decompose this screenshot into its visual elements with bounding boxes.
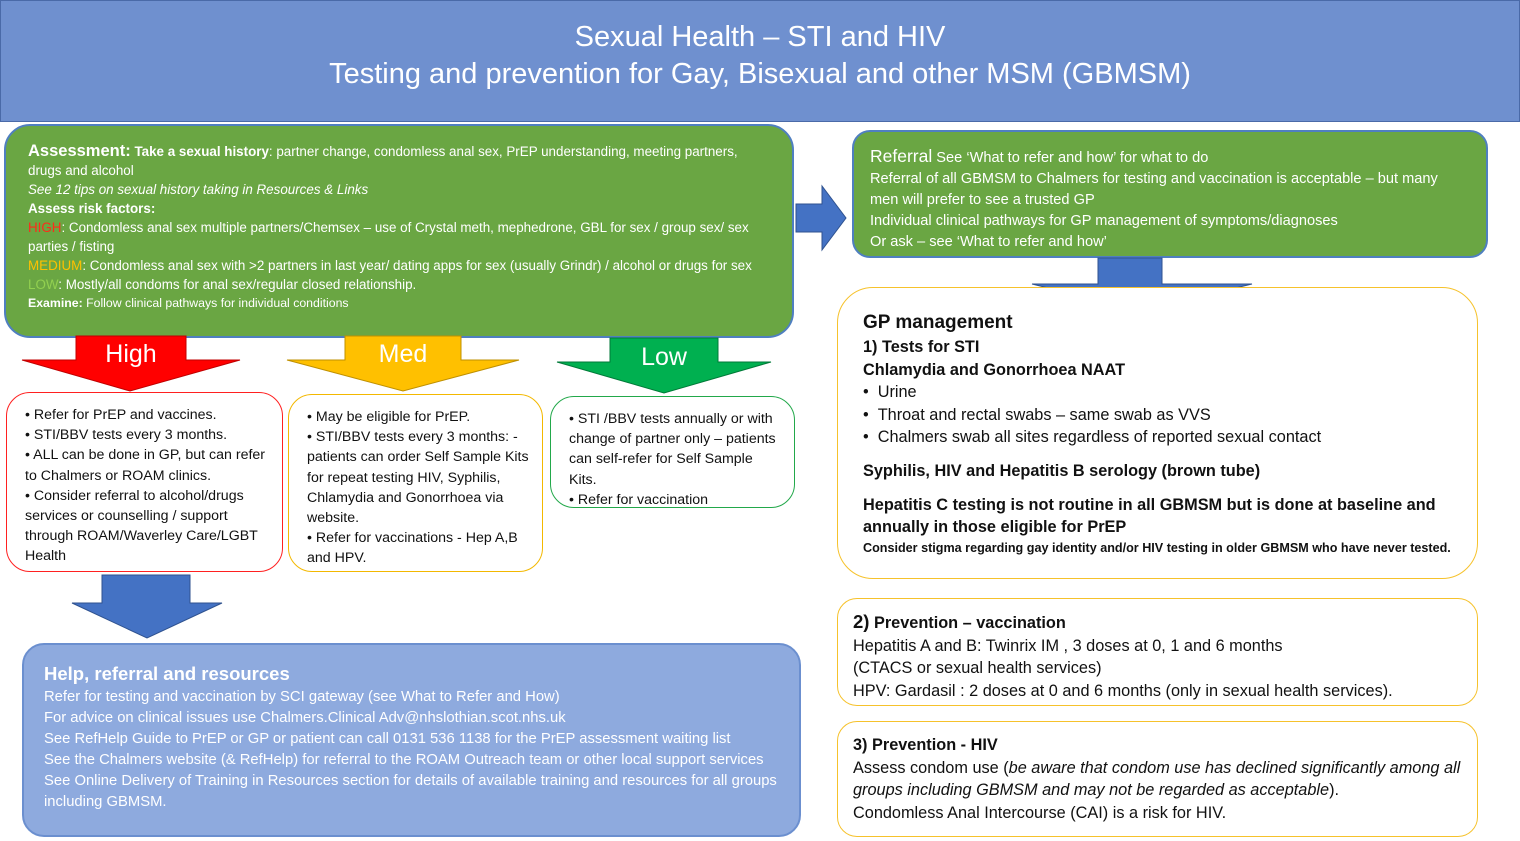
help-heading: Help, referral and resources xyxy=(44,663,290,684)
arrow-to-help xyxy=(71,574,223,639)
vaccination-line-1: Hepatitis A and B: Twinrix IM , 3 doses … xyxy=(853,636,1283,655)
serology-line: Syphilis, HIV and Hepatitis B serology (… xyxy=(863,461,1261,480)
naat-heading: Chlamydia and Gonorrhoea NAAT xyxy=(863,360,1126,379)
referral-line-4: Or ask – see ‘What to refer and how’ xyxy=(870,234,1107,250)
vaccination-line-2: (CTACS or sexual health services) xyxy=(853,659,1102,678)
prevention-hiv-box: 3) Prevention - HIV Assess condom use (b… xyxy=(837,721,1478,837)
gp-management-box: GP management 1) Tests for STI Chlamydia… xyxy=(837,287,1478,579)
list-item: • STI /BBV tests annually or with change… xyxy=(569,411,776,488)
arrow-high xyxy=(21,335,241,392)
list-item: • ALL can be done in GP, but can refer t… xyxy=(25,447,266,484)
list-item: • Consider referral to alcohol/drugs ser… xyxy=(25,487,258,565)
referral-box: Referral See ‘What to refer and how’ for… xyxy=(852,130,1488,258)
risk-medium-text: : Condomless anal sex with >2 partners i… xyxy=(82,258,752,273)
prevention-vaccination-box: 2) Prevention – vaccination Hepatitis A … xyxy=(837,598,1478,706)
examine-label: Examine: xyxy=(28,296,83,310)
history-tips: See 12 tips on sexual history taking in … xyxy=(28,182,369,197)
list-item: Chalmers swab all sites regardless of re… xyxy=(863,426,1461,449)
help-resources-box: Help, referral and resources Refer for t… xyxy=(22,643,801,837)
arrow-high-label: High xyxy=(105,340,157,368)
list-item: Throat and rectal swabs – same swab as V… xyxy=(863,404,1461,427)
examine-text: Follow clinical pathways for individual … xyxy=(82,296,349,310)
risk-low: LOW: Mostly/all condoms for anal sex/reg… xyxy=(28,275,774,294)
referral-line-3: Individual clinical pathways for GP mana… xyxy=(870,213,1338,229)
hiv-cai-line: Condomless Anal Intercourse (CAI) is a r… xyxy=(853,803,1227,822)
risk-high: HIGH: Condomless anal sex multiple partn… xyxy=(28,218,774,256)
take-history-text: : partner change, condomless anal sex, P… xyxy=(28,144,738,178)
list-item: • Refer for PrEP and vaccines. xyxy=(25,407,217,423)
assessment-history: Assessment: Take a sexual history: partn… xyxy=(28,142,774,180)
risk-heading: Assess risk factors: xyxy=(28,201,156,216)
take-history-label: Take a sexual history xyxy=(134,144,269,159)
gp-heading: GP management xyxy=(863,312,1013,333)
stigma-note: Consider stigma regarding gay identity a… xyxy=(863,540,1451,555)
list-item: • Refer for vaccinations - Hep A,B and H… xyxy=(307,530,518,567)
help-line: See Online Delivery of Training in Resou… xyxy=(44,773,777,810)
title-line-2: Testing and prevention for Gay, Bisexual… xyxy=(329,58,1191,90)
naat-list: Urine Throat and rectal swabs – same swa… xyxy=(863,381,1461,449)
assessment-heading: Assessment: xyxy=(28,142,131,160)
help-line: See the Chalmers website (& RefHelp) for… xyxy=(44,752,764,768)
vaccination-line-3: HPV: Gardasil : 2 doses at 0 and 6 month… xyxy=(853,681,1393,700)
help-line: Refer for testing and vaccination by SCI… xyxy=(44,689,560,705)
help-line: For advice on clinical issues use Chalme… xyxy=(44,710,566,726)
title-banner: Sexual Health – STI and HIV Testing and … xyxy=(0,0,1520,122)
hepc-line: Hepatitis C testing is not routine in al… xyxy=(863,495,1436,537)
risk-low-text: : Mostly/all condoms for anal sex/regula… xyxy=(58,277,417,292)
medium-risk-box: • May be eligible for PrEP. • STI/BBV te… xyxy=(288,394,543,572)
list-item: • STI/BBV tests every 3 months. xyxy=(25,427,228,444)
list-item: Urine xyxy=(863,381,1461,404)
referral-line-1: Referral See ‘What to refer and how’ for… xyxy=(870,146,1209,166)
examine-line: Examine: Follow clinical pathways for in… xyxy=(28,294,774,313)
tests-heading: 1) Tests for STI xyxy=(863,338,980,356)
risk-low-label: LOW xyxy=(28,277,59,292)
list-item: • STI/BBV tests every 3 months: -patient… xyxy=(307,429,529,527)
list-item: • Refer for vaccination xyxy=(569,491,709,508)
arrow-med-label: Med xyxy=(378,340,428,368)
risk-high-label: HIGH xyxy=(28,220,62,235)
referral-line-2: Referral of all GBMSM to Chalmers for te… xyxy=(870,171,1438,208)
high-risk-box: • Refer for PrEP and vaccines. • STI/BBV… xyxy=(6,392,283,572)
help-line: See RefHelp Guide to PrEP or GP or patie… xyxy=(44,731,731,747)
referral-heading: Referral xyxy=(870,146,933,166)
vaccination-heading: 2) Prevention – vaccination xyxy=(853,611,1066,632)
arrow-med xyxy=(286,335,520,392)
hiv-heading: 3) Prevention - HIV xyxy=(853,736,998,754)
list-item: • May be eligible for PrEP. xyxy=(307,409,471,425)
risk-medium-label: MEDIUM xyxy=(28,258,83,273)
risk-high-text: : Condomless anal sex multiple partners/… xyxy=(28,220,749,254)
arrow-low xyxy=(556,337,772,394)
arrow-to-referral xyxy=(795,184,847,252)
arrow-low-label: Low xyxy=(641,343,687,371)
low-risk-box: • STI /BBV tests annually or with change… xyxy=(550,396,795,508)
risk-medium: MEDIUM: Condomless anal sex with >2 part… xyxy=(28,256,774,275)
title-line-1: Sexual Health – STI and HIV xyxy=(574,21,946,53)
assessment-box: Assessment: Take a sexual history: partn… xyxy=(4,124,794,338)
hiv-condom-line: Assess condom use (be aware that condom … xyxy=(853,758,1461,800)
